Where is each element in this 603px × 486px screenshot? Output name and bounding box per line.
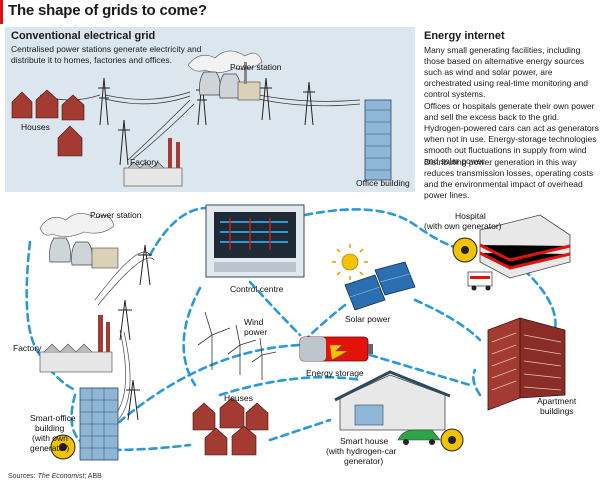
conventional-office-building [364, 99, 392, 181]
label-smart-house-1: Smart house [340, 436, 389, 446]
source-prefix: Sources: [8, 473, 38, 480]
sun-icon [332, 244, 368, 280]
label-energy-storage: Energy storage [306, 368, 364, 378]
source-suffix: ; ABB [84, 473, 102, 480]
label-solar-power: Solar power [345, 314, 391, 324]
energy-internet-paragraph-3: Distributing power generation in this wa… [424, 157, 594, 200]
label-smart-office-4: generator) [30, 443, 70, 453]
source-publication: The Economist [37, 473, 85, 480]
energy-internet-grid-lines [25, 206, 557, 452]
energy-internet-pylons [118, 244, 152, 421]
houses-icon [192, 397, 269, 456]
conventional-label-houses: Houses [21, 122, 50, 132]
hospital-icon [452, 214, 571, 279]
label-smart-house-2: (with hydrogen-car [326, 446, 397, 456]
smart-house-icon [334, 370, 464, 452]
label-control-centre: Control centre [230, 284, 284, 294]
label-apartment-2: buildings [540, 406, 574, 416]
control-centre-icon [205, 204, 305, 278]
label-factory: Factory [13, 343, 42, 353]
energy-internet-paragraph-2: Offices or hospitals generate their own … [424, 101, 599, 166]
conventional-houses [11, 89, 85, 157]
ambulance-icon [467, 271, 493, 291]
solar-panels-icon [344, 261, 416, 311]
label-apartment-1: Apartment [537, 396, 577, 406]
apartment-buildings-icon [487, 317, 566, 411]
source-note: Sources: The Economist; ABB [8, 473, 102, 480]
label-power-station: Power station [90, 210, 142, 220]
smart-office-building-icon [50, 387, 119, 461]
conventional-label-power-station: Power station [230, 62, 282, 72]
conventional-label-office-building: Office building [356, 178, 410, 188]
energy-internet-paragraph-1: Many small generating facilities, includ… [424, 45, 588, 99]
label-smart-office-2: building [35, 423, 65, 433]
label-wind-power-2: power [244, 327, 268, 337]
label-wind-power-1: Wind [244, 317, 264, 327]
label-hospital-sub: (with own generator) [424, 221, 502, 231]
label-smart-office-3: (with own [32, 433, 68, 443]
accent-bar [0, 0, 3, 24]
energy-internet-heading: Energy internet [424, 30, 505, 42]
conventional-power-station [187, 50, 263, 101]
conventional-grid-heading: Conventional electrical grid [11, 30, 156, 42]
page-title: The shape of grids to come? [8, 2, 207, 19]
label-houses: Houses [224, 393, 253, 403]
label-hospital: Hospital [455, 211, 486, 221]
conventional-label-factory: Factory [130, 157, 159, 167]
conventional-factory [123, 138, 183, 187]
label-smart-house-3: generator) [344, 456, 384, 466]
conventional-grid-description: Centralised power stations generate elec… [11, 44, 202, 65]
energy-storage-battery-icon [299, 336, 373, 362]
label-smart-office-1: Smart-office [30, 413, 76, 423]
wind-turbines-icon [197, 311, 277, 380]
power-station-icon [39, 213, 119, 269]
factory-icon [39, 315, 113, 373]
conventional-pylons [98, 77, 315, 166]
